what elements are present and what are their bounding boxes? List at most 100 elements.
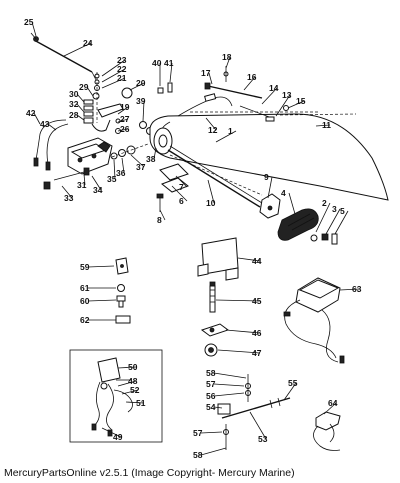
end-cap <box>331 233 338 245</box>
callout-16: 16 <box>247 72 257 82</box>
leader-line-42 <box>33 112 41 125</box>
callout-51: 51 <box>136 398 146 408</box>
leader-line-12 <box>205 117 217 131</box>
leader-line-21 <box>101 77 126 89</box>
callout-62: 62 <box>80 315 90 325</box>
callout-7: 7 <box>179 182 184 192</box>
callout-20: 20 <box>136 78 146 88</box>
callout-39: 39 <box>136 96 146 106</box>
leader-line-11 <box>315 124 331 127</box>
link-14 <box>239 105 289 122</box>
callout-labels: 1234567891011121314151617181920212223242… <box>24 17 362 460</box>
leader-line-51 <box>125 401 145 404</box>
callout-30: 30 <box>69 89 79 99</box>
pin-41 <box>167 82 173 93</box>
callout-49: 49 <box>113 432 123 442</box>
leader-line-44 <box>237 257 261 262</box>
leader-line-13 <box>275 94 291 117</box>
callout-42: 42 <box>26 108 36 118</box>
control-housing <box>67 137 113 175</box>
leader-line-19 <box>117 106 129 115</box>
callout-46: 46 <box>252 328 262 338</box>
screw-60 <box>116 295 126 308</box>
callout-59: 59 <box>80 262 90 272</box>
leader-line-9 <box>267 176 273 199</box>
leader-line-53 <box>249 411 267 440</box>
leader-line-8 <box>159 209 166 221</box>
shift-rod-assembly <box>217 374 291 450</box>
leader-line-35 <box>113 159 116 180</box>
callout-48: 48 <box>128 376 138 386</box>
callout-34: 34 <box>93 185 103 195</box>
plate-46 <box>200 323 230 337</box>
callout-15: 15 <box>296 96 306 106</box>
callout-47: 47 <box>252 348 262 358</box>
end-nut <box>321 233 329 241</box>
callout-19: 19 <box>120 102 130 112</box>
wire-harness <box>33 119 69 171</box>
leader-line-39 <box>142 100 145 122</box>
cable-end <box>204 93 217 102</box>
callout-3: 3 <box>332 204 337 214</box>
callout-27: 27 <box>120 114 130 124</box>
callout-13: 13 <box>282 90 292 100</box>
callout-58: 58 <box>206 368 216 378</box>
leader-line-22 <box>101 68 126 83</box>
leader-line-58 <box>213 372 247 379</box>
callout-5: 5 <box>340 206 345 216</box>
throttle-shaft <box>167 145 263 208</box>
leader-line-16 <box>243 76 256 91</box>
leader-line-20 <box>129 82 145 91</box>
leader-line-10 <box>207 179 215 204</box>
leader-line-64 <box>323 402 337 415</box>
leader-line-28 <box>76 114 85 121</box>
callout-36: 36 <box>116 168 126 178</box>
callout-55: 55 <box>288 378 298 388</box>
end-washer <box>310 234 318 242</box>
bracket-44 <box>197 237 239 281</box>
callout-22: 22 <box>117 64 127 74</box>
callout-61: 61 <box>80 283 90 293</box>
leader-line-37 <box>130 154 145 168</box>
leader-line-49 <box>101 427 122 438</box>
callout-44: 44 <box>252 256 262 266</box>
callout-24: 24 <box>83 38 93 48</box>
leader-line-14 <box>261 87 278 105</box>
leader-line-1 <box>215 130 237 143</box>
leader-line-56 <box>213 392 245 397</box>
ball-joint <box>121 87 133 99</box>
leader-line-18 <box>225 56 231 69</box>
stud-45 <box>209 281 216 313</box>
leader-line-34 <box>91 175 102 191</box>
callout-63: 63 <box>352 284 362 294</box>
leader-line-25 <box>31 21 37 37</box>
leader-line-27 <box>117 118 129 123</box>
leader-line-4 <box>288 192 296 215</box>
leader-line-24 <box>63 42 92 57</box>
callout-28: 28 <box>69 110 79 120</box>
callout-8: 8 <box>157 215 162 225</box>
leader-line-45 <box>215 299 261 302</box>
callout-21: 21 <box>117 73 127 83</box>
callout-41: 41 <box>164 58 174 68</box>
callout-26: 26 <box>120 124 130 134</box>
callout-25: 25 <box>24 17 34 27</box>
callout-53: 53 <box>258 434 268 444</box>
callout-38: 38 <box>146 154 156 164</box>
callout-4: 4 <box>281 188 286 198</box>
stop-switch <box>283 277 345 364</box>
callout-12: 12 <box>208 125 218 135</box>
callout-29: 29 <box>79 82 89 92</box>
leader-line-60 <box>87 299 117 302</box>
callout-60: 60 <box>80 296 90 306</box>
callout-31: 31 <box>77 180 87 190</box>
leader-line-2 <box>315 202 331 233</box>
callout-52: 52 <box>130 385 140 395</box>
leader-line-57b <box>200 431 223 434</box>
pin-40 <box>157 87 164 94</box>
callout-18: 18 <box>222 52 232 62</box>
callout-56: 56 <box>206 391 216 401</box>
callout-50: 50 <box>128 362 138 372</box>
leader-line-36 <box>121 157 125 174</box>
